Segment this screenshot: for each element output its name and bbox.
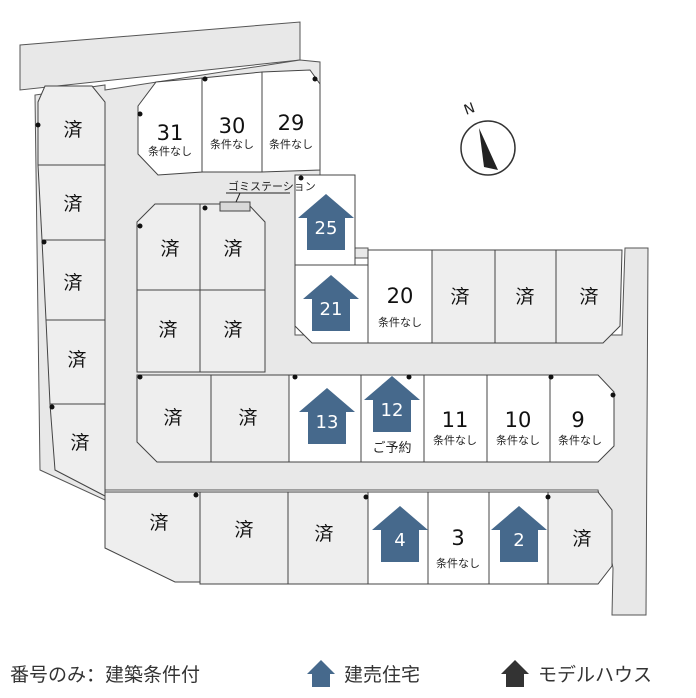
sold-mark: 済 xyxy=(67,349,86,371)
lot-bottom-1 xyxy=(104,491,201,583)
sold-mark: 済 xyxy=(572,528,591,550)
sold-mark: 済 xyxy=(450,286,469,308)
legend-number-only: 番号のみ：建築条件付 xyxy=(10,656,200,690)
built-house-icon xyxy=(307,660,335,687)
built-house-4: 4 xyxy=(372,506,428,562)
sold-mark: 済 xyxy=(163,407,182,429)
built-house-icon xyxy=(491,506,547,562)
lot-right-c xyxy=(555,249,623,344)
lot-9-condition: 条件なし xyxy=(558,433,602,447)
lot-11-number: 11 xyxy=(442,408,469,432)
lot-29-condition: 条件なし xyxy=(269,137,313,151)
lot-31-number: 31 xyxy=(157,121,184,145)
sold-mark: 済 xyxy=(158,319,177,341)
sold-mark: 済 xyxy=(223,319,242,341)
sold-mark: 済 xyxy=(223,238,242,260)
built-house-21: 21 xyxy=(303,275,359,331)
sold-mark: 済 xyxy=(63,272,82,294)
built-house-number: 25 xyxy=(315,218,338,239)
built-house-number: 12 xyxy=(381,400,404,421)
compass: N xyxy=(460,100,516,176)
built-house-number: 2 xyxy=(513,530,524,551)
lot-bottom-7 xyxy=(547,491,613,585)
garbage-station-leader xyxy=(235,192,241,203)
legend-built-house: 建売住宅 xyxy=(306,656,420,690)
sold-mark: 済 xyxy=(160,238,179,260)
built-house-icon xyxy=(299,388,355,444)
lot-12-condition: ご予約 xyxy=(372,440,411,456)
lot-20-condition: 条件なし xyxy=(378,315,422,329)
built-house-number: 21 xyxy=(320,299,343,320)
built-house-icon xyxy=(372,506,428,562)
built-house-12: 12 xyxy=(364,376,420,432)
built-house-icon xyxy=(298,194,354,250)
lot-31-condition: 条件なし xyxy=(148,144,192,158)
legend-model-house: モデルハウス xyxy=(500,656,652,690)
lot-9-shape xyxy=(549,374,615,463)
built-house-number: 4 xyxy=(394,530,405,551)
built-house-25: 25 xyxy=(298,194,354,250)
lot-30-condition: 条件なし xyxy=(210,137,254,151)
compass-north-label: N xyxy=(462,100,477,119)
sold-mark: 済 xyxy=(234,519,253,541)
sold-mark: 済 xyxy=(238,407,257,429)
sold-mark: 済 xyxy=(314,523,333,545)
legend-model-house-text: モデルハウス xyxy=(538,663,653,686)
built-house-icon xyxy=(303,275,359,331)
lot-30-number: 30 xyxy=(219,114,246,138)
lot-20-number: 20 xyxy=(387,284,414,308)
sold-mark: 済 xyxy=(63,119,82,141)
legend-number-only-text: 番号のみ：建築条件付 xyxy=(10,663,201,686)
sold-mark: 済 xyxy=(63,193,82,215)
model-house-icon xyxy=(501,660,529,687)
lot-10-number: 10 xyxy=(505,408,532,432)
lot-29-shape xyxy=(261,69,321,173)
built-house-13: 13 xyxy=(299,388,355,444)
sold-mark: 済 xyxy=(515,286,534,308)
compass-needle-icon xyxy=(479,128,498,170)
lot-9-number: 9 xyxy=(571,408,584,432)
garbage-station-label: ゴミステーション xyxy=(228,179,316,193)
lot-11-condition: 条件なし xyxy=(433,433,477,447)
garbage-station-box xyxy=(219,201,251,212)
lot-3-number: 3 xyxy=(451,526,464,550)
lot-29-number: 29 xyxy=(278,111,305,135)
boundary-markers xyxy=(35,76,616,500)
built-house-number: 13 xyxy=(316,412,339,433)
lot-3-condition: 条件なし xyxy=(436,556,480,570)
sold-mark: 済 xyxy=(149,512,168,534)
legend-built-house-text: 建売住宅 xyxy=(344,663,421,686)
lot-10-condition: 条件なし xyxy=(496,433,540,447)
lot-mid-4 xyxy=(199,289,266,373)
built-house-2: 2 xyxy=(491,506,547,562)
lot-row3-1 xyxy=(136,374,212,463)
sold-mark: 済 xyxy=(579,286,598,308)
sold-mark: 済 xyxy=(70,432,89,454)
built-house-icon xyxy=(364,376,420,432)
